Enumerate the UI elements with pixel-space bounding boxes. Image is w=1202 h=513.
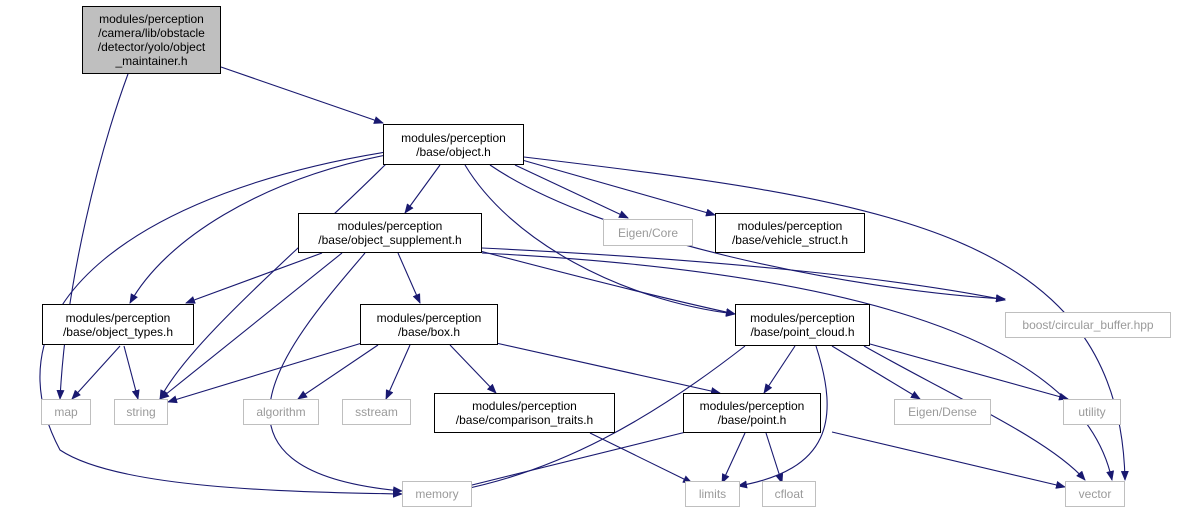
edge-point-cloud-to-eigen-dense [831, 345, 921, 400]
point-cloud-h-node[interactable]: modules/perception /base/point_cloud.h [735, 304, 870, 346]
edge-box-to-algorithm [297, 344, 379, 400]
object-types-h-node[interactable]: modules/perception /base/object_types.h [42, 304, 194, 345]
edge-comparison-traits-to-limits [589, 432, 693, 484]
edge-supplement-to-vector [481, 252, 1115, 481]
edge-object-to-eigen-core [514, 164, 629, 219]
edge-point-cloud-to-utility [869, 343, 1069, 401]
object-supplement-h-node[interactable]: modules/perception /base/object_suppleme… [298, 213, 482, 253]
root-file-node[interactable]: modules/perception /camera/lib/obstacle … [82, 6, 221, 74]
edge-object-to-supplement [404, 164, 441, 214]
edge-supplement-to-string [159, 252, 343, 400]
algorithm-node[interactable]: algorithm [243, 399, 319, 425]
eigen-core-node[interactable]: Eigen/Core [603, 219, 693, 246]
edge-point-cloud-to-limits [737, 345, 828, 489]
object-h-node[interactable]: modules/perception /base/object.h [383, 124, 524, 165]
edge-object-to-circular-buffer [489, 164, 1006, 303]
edge-root-to-map [56, 73, 129, 400]
edge-point-cloud-to-memory [459, 345, 746, 493]
edge-supplement-to-point-cloud [479, 250, 736, 316]
edge-root-to-object [220, 66, 384, 124]
cfloat-node[interactable]: cfloat [762, 481, 816, 507]
edge-object-to-vehicle-struct [521, 159, 716, 217]
edge-object-types-to-map [71, 345, 121, 400]
map-node[interactable]: map [41, 399, 91, 425]
eigen-dense-node[interactable]: Eigen/Dense [894, 399, 991, 425]
utility-node[interactable]: utility [1063, 399, 1121, 425]
edge-point-to-cfloat [765, 432, 784, 484]
edge-supplement-to-memory [269, 252, 403, 495]
memory-node[interactable]: memory [402, 481, 472, 507]
vehicle-struct-h-node[interactable]: modules/perception /base/vehicle_struct.… [715, 213, 865, 253]
edge-object-types-to-string [123, 345, 140, 400]
edge-point-to-vector [831, 431, 1066, 489]
vector-node[interactable]: vector [1065, 481, 1125, 507]
edge-object-to-point-cloud [464, 164, 736, 317]
circular-buffer-hpp-node[interactable]: boost/circular_buffer.hpp [1005, 312, 1171, 338]
edge-box-to-point [495, 342, 721, 395]
edge-point-cloud-to-vector [863, 345, 1086, 481]
edge-box-to-sstream [385, 344, 411, 400]
dependency-edges [39, 66, 1129, 498]
edge-box-to-string [167, 342, 363, 404]
edge-object-to-object-types [129, 154, 387, 304]
edge-supplement-to-object-types [185, 252, 323, 304]
string-node[interactable]: string [114, 399, 168, 425]
edge-object-to-string [159, 159, 391, 400]
edge-point-cloud-to-point [763, 345, 796, 394]
sstream-node[interactable]: sstream [342, 399, 411, 425]
limits-node[interactable]: limits [685, 481, 740, 507]
box-h-node[interactable]: modules/perception /base/box.h [360, 304, 498, 345]
edge-box-to-comparison-traits [449, 344, 497, 394]
edge-point-to-limits [721, 432, 746, 484]
edge-point-to-memory [459, 431, 687, 490]
edge-object-to-vector [523, 156, 1129, 481]
point-h-node[interactable]: modules/perception /base/point.h [683, 393, 821, 433]
edge-supplement-to-circular-buffer [481, 247, 1006, 303]
edge-supplement-to-box [397, 252, 421, 304]
comparison-traits-h-node[interactable]: modules/perception /base/comparison_trai… [434, 393, 615, 433]
